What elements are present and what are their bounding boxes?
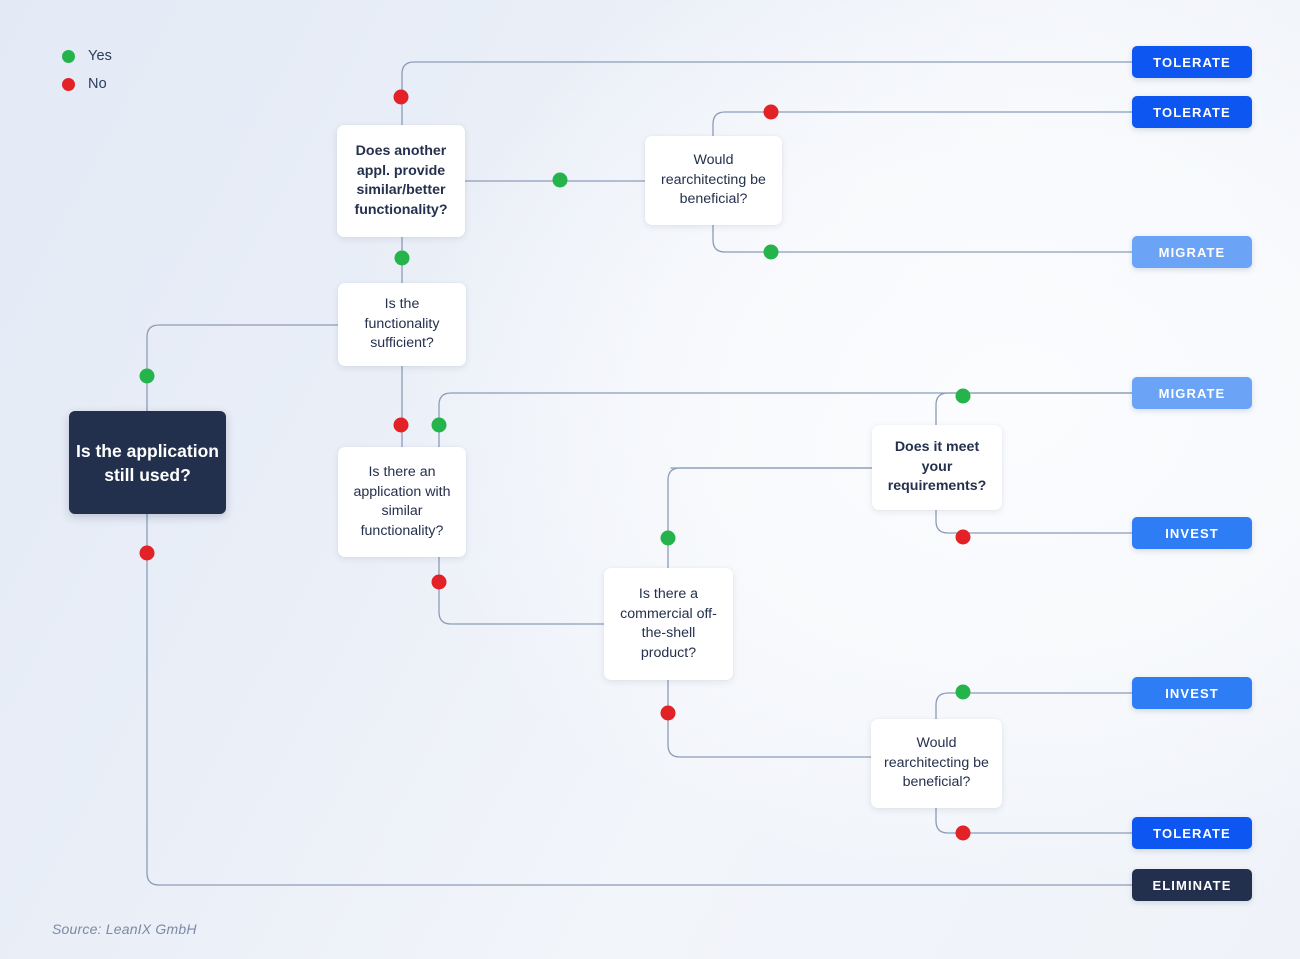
edge-q_cots-to-q_meet [667, 467, 873, 569]
legend-label: No [88, 76, 107, 92]
question-node-q_other_app[interactable]: Does another appl. provide similar/bette… [337, 125, 465, 237]
no-decision-dot-icon [393, 417, 409, 433]
yes-decision-dot-icon [763, 244, 779, 260]
yes-decision-dot-icon [431, 417, 447, 433]
yes-decision-dot-icon [394, 250, 410, 266]
no-decision-dot-icon [660, 705, 676, 721]
source-note: Source: LeanIX GmbH [52, 921, 197, 937]
no-decision-dot-icon [393, 89, 409, 105]
question-node-q_rearch_top[interactable]: Would rearchitecting be beneficial? [645, 136, 782, 225]
root-node-root[interactable]: Is the application still used? [69, 411, 226, 514]
legend-item-yes: Yes [62, 42, 112, 70]
outcome-button-migrate_2[interactable]: MIGRATE [1132, 377, 1252, 409]
edge-q_cots-to-q_rearch_bot [667, 679, 872, 758]
yes-decision-dot-icon [660, 530, 676, 546]
question-node-q_meet[interactable]: Does it meet your requirements? [872, 425, 1002, 510]
no-decision-dot-icon [955, 825, 971, 841]
outcome-button-tolerate_1[interactable]: TOLERATE [1132, 46, 1252, 78]
legend-item-no: No [62, 70, 112, 98]
outcome-button-migrate_1[interactable]: MIGRATE [1132, 236, 1252, 268]
no-decision-dot-icon [139, 545, 155, 561]
outcome-button-tolerate_3[interactable]: TOLERATE [1132, 817, 1252, 849]
outcome-button-eliminate_1[interactable]: ELIMINATE [1132, 869, 1252, 901]
question-node-q_rearch_bot[interactable]: Would rearchitecting be beneficial? [871, 719, 1002, 808]
edge-root-to-q_suff [146, 324, 339, 412]
outcome-button-tolerate_2[interactable]: TOLERATE [1132, 96, 1252, 128]
yes-decision-dot-icon [552, 172, 568, 188]
legend-label: Yes [88, 48, 112, 64]
no-decision-dot-icon [955, 529, 971, 545]
yes-decision-dot-icon [139, 368, 155, 384]
yes-decision-dot-icon [955, 684, 971, 700]
outcome-button-invest_1[interactable]: INVEST [1132, 517, 1252, 549]
no-decision-dot-icon [431, 574, 447, 590]
edge-q_similar-to-migrate_2 [438, 392, 1133, 448]
question-node-q_suff[interactable]: Is the functionality sufficient? [338, 283, 466, 366]
yes-decision-dot-icon [955, 388, 971, 404]
outcome-button-invest_2[interactable]: INVEST [1132, 677, 1252, 709]
question-node-q_cots[interactable]: Is there a commercial off-the-shell prod… [604, 568, 733, 680]
legend-yes-dot-icon [62, 49, 75, 63]
edge-q_similar-to-q_cots [438, 556, 605, 625]
question-node-q_similar[interactable]: Is there an application with similar fun… [338, 447, 466, 557]
no-decision-dot-icon [763, 104, 779, 120]
legend-no-dot-icon [62, 77, 75, 91]
